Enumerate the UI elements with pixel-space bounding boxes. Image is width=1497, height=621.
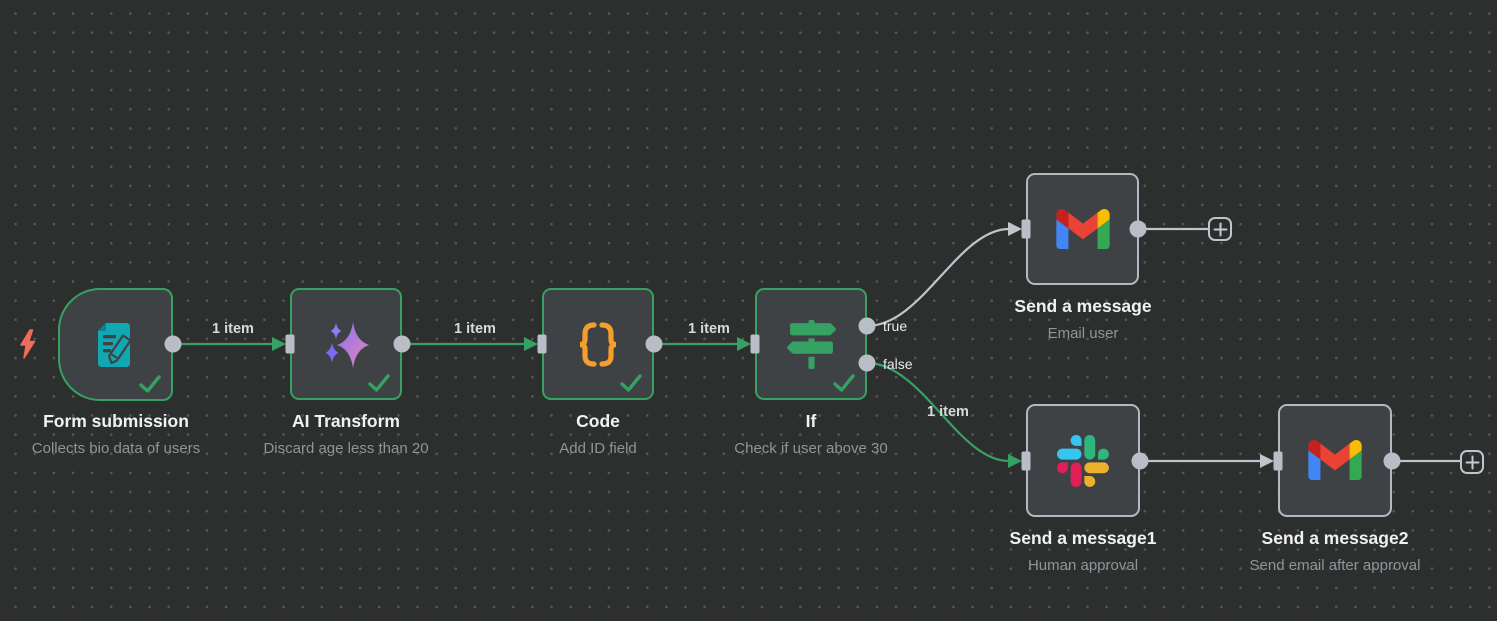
node-title: Send a message1	[1009, 528, 1157, 548]
edge-arrow	[524, 337, 538, 351]
plus-icon	[1465, 455, 1479, 469]
success-check-icon	[368, 374, 390, 392]
if-output-label-false: false	[883, 356, 913, 372]
node-code[interactable]	[542, 288, 654, 400]
node-send-a-message1-slack[interactable]	[1026, 404, 1140, 517]
edge-label-item-count: 1 item	[212, 321, 254, 337]
node-ai-transform[interactable]	[290, 288, 402, 400]
if-output-label-true: true	[883, 318, 908, 334]
form-document-pencil-icon	[97, 322, 132, 367]
node-subtitle: Send email after approval	[1249, 557, 1421, 574]
edge-arrow	[272, 337, 286, 351]
node-send-a-message2-gmail[interactable]	[1278, 404, 1392, 517]
edge-arrow	[737, 337, 751, 351]
node-subtitle: Discard age less than 20	[263, 440, 429, 457]
gmail-icon	[1055, 208, 1110, 249]
plus-icon	[1213, 222, 1227, 236]
add-node-button[interactable]	[1460, 450, 1484, 474]
edge-label-item-count: 1 item	[454, 321, 496, 337]
success-check-icon	[620, 374, 642, 392]
node-form-submission[interactable]	[58, 288, 173, 401]
node-title: Send a message	[1014, 296, 1152, 316]
edge-label-item-count: 1 item	[688, 321, 730, 337]
node-subtitle: Add ID field	[559, 440, 637, 457]
node-subtitle: Check if user above 30	[734, 440, 888, 457]
node-subtitle: Collects bio data of users	[31, 440, 201, 457]
node-subtitle: Email user	[1047, 325, 1119, 342]
node-title: AI Transform	[292, 411, 400, 431]
trigger-lightning-bolt-icon	[20, 329, 36, 359]
edge-if-true-to-gmail[interactable]	[866, 227, 1010, 328]
signpost-icon	[786, 319, 836, 369]
node-title: If	[805, 411, 817, 431]
node-title: Form submission	[43, 411, 189, 431]
slack-icon	[1057, 434, 1109, 487]
gmail-icon	[1308, 440, 1362, 480]
ai-sparkles-icon	[325, 322, 369, 368]
edge-label-item-count: 1 item	[927, 404, 969, 420]
node-title: Code	[576, 411, 620, 431]
edge-arrow	[1260, 454, 1274, 468]
success-check-icon	[139, 375, 161, 393]
add-node-button[interactable]	[1208, 217, 1232, 241]
node-title: Send a message2	[1261, 528, 1409, 548]
success-check-icon	[833, 374, 855, 392]
node-subtitle: Human approval	[1027, 557, 1139, 574]
curly-braces-icon	[579, 322, 617, 367]
node-if[interactable]	[755, 288, 867, 400]
edge-arrow	[1008, 454, 1022, 468]
node-send-a-message-gmail[interactable]	[1026, 173, 1139, 285]
edge-arrow	[1008, 222, 1022, 236]
